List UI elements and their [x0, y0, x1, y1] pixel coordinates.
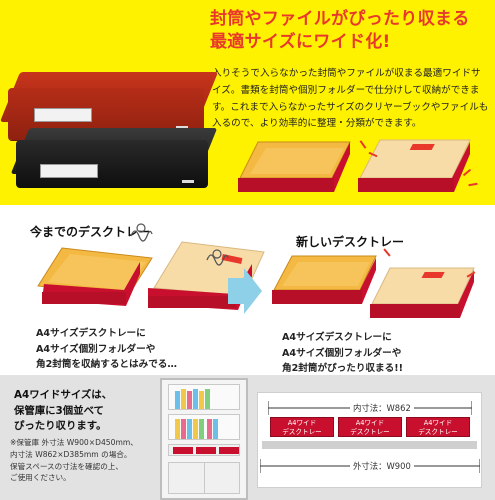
- frustration-icon: [130, 223, 153, 242]
- caption-line: 角2封筒を収納するとはみでる…: [36, 359, 177, 370]
- a4-wide-tray: A4ワイド デスクトレー〈W275〉: [338, 417, 402, 445]
- cabinet-tray-shelf: [168, 444, 240, 456]
- note-line: 保管スペースの寸法を確認の上、: [10, 461, 123, 471]
- a4-wide-tray: A4ワイド デスクトレー〈W275〉: [270, 417, 334, 445]
- cabinet-shelf: [168, 384, 240, 410]
- a4-wide-fit-text: A4ワイドサイズは、 保管庫に3個並べて ぴったり収ります。: [14, 388, 112, 435]
- caption-line: A4サイズデスクトレーに: [282, 332, 392, 343]
- new-tray-caption: A4サイズデスクトレーに A4サイズ個別フォルダーや 角2封筒がぴったり収まる!…: [282, 330, 403, 377]
- note-line: ※保管庫 外寸法 W900×D450mm、: [10, 438, 138, 447]
- a4-wide-tray: A4ワイド デスクトレー〈W275〉: [406, 417, 470, 445]
- tray-label-line: A4ワイド: [355, 419, 385, 427]
- outer-dimension-label: 外寸法：W900: [350, 460, 414, 472]
- arrow-right-icon: [228, 268, 262, 314]
- cabinet-wall: [262, 441, 477, 449]
- cabinet-doors: [168, 462, 240, 494]
- tray-label-line: A4ワイド: [423, 419, 453, 427]
- headline: 封筒やファイルがぴったり収まる 最適サイズにワイド化!: [210, 8, 490, 54]
- caption-line: 角2封筒がぴったり収まる!!: [282, 363, 403, 374]
- new-tray-envelope-fit-illustration: [370, 267, 475, 318]
- new-tray-heading: 新しいデスクトレー: [296, 235, 405, 249]
- brand-mark: [182, 180, 194, 183]
- storage-cabinet-illustration: [160, 378, 248, 500]
- tray-with-envelope-illustration: [358, 139, 471, 192]
- dimension-diagram: 内寸法：W862 A4ワイド デスクトレー〈W275〉 A4ワイド デスクトレー…: [257, 392, 482, 488]
- caption-line: A4サイズ個別フォルダーや: [36, 343, 156, 355]
- brand-mark: [176, 126, 188, 129]
- hero-panel: 封筒やファイルがぴったり収まる 最適サイズにワイド化! 入りそうで入らなかった封…: [0, 0, 495, 205]
- cabinet-size-note: ※保管庫 外寸法 W900×D450mm、 内寸法 W862×D385mm の場…: [10, 437, 138, 484]
- caption-line: A4サイズ個別フォルダーや: [282, 347, 402, 359]
- caption-line: A4サイズデスクトレーに: [36, 328, 146, 339]
- old-tray-folder-overflow-illustration: [37, 247, 153, 306]
- note-line: ご使用ください。: [10, 473, 71, 483]
- headline-line-2: 最適サイズにワイド化!: [210, 32, 391, 52]
- red-tray-label-plate: [34, 108, 92, 122]
- inner-dimension-label: 内寸法：W862: [350, 402, 414, 414]
- a4-text-line: 保管庫に3個並べて: [14, 404, 104, 417]
- new-tray-folder-fit-illustration: [272, 255, 377, 304]
- cabinet-shelf: [168, 414, 240, 440]
- old-tray-caption: A4サイズデスクトレーに A4サイズ個別フォルダーや 角2封筒を収納するとはみで…: [36, 326, 177, 373]
- tray-label-line: A4ワイド: [287, 419, 317, 427]
- black-tray-label-plate: [40, 164, 98, 178]
- frustration-icon: [206, 249, 229, 266]
- old-tray-heading: 今までのデスクトレー: [30, 225, 151, 239]
- product-description: 入りそうで入らなかった封筒やファイルが収まる最適ワイドサイズ。書類を封筒や個別フ…: [212, 68, 489, 130]
- headline-line-1: 封筒やファイルがぴったり収まる: [210, 9, 470, 29]
- note-line: 内寸法 W862×D385mm の場合。: [10, 449, 132, 459]
- a4-text-line: ぴったり収ります。: [14, 420, 107, 432]
- a4-text-line: A4ワイドサイズは、: [14, 389, 113, 401]
- tray-with-folder-illustration: [238, 141, 351, 192]
